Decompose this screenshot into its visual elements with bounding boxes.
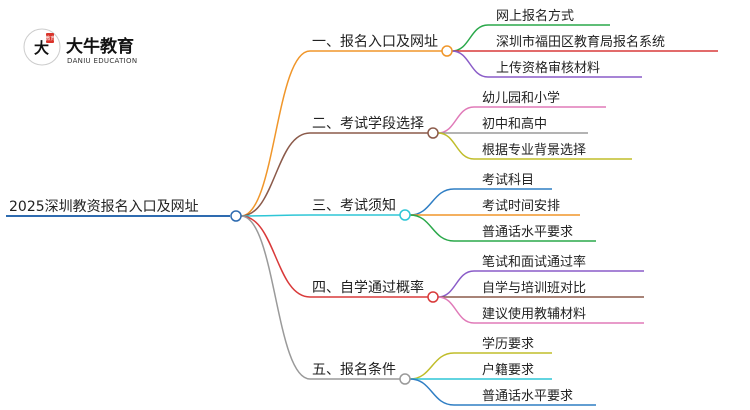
root-to-branch-connector <box>240 50 311 217</box>
root-label: 2025深圳教资报名入口及网址 <box>9 199 199 215</box>
leaf-node[interactable]: 考试时间安排 <box>454 199 580 216</box>
leaf-label: 普通话水平要求 <box>482 389 573 404</box>
branch-label: 四、自学通过概率 <box>312 279 424 296</box>
branch-collapse-handle[interactable] <box>427 127 439 139</box>
branch-label: 一、报名入口及网址 <box>312 34 438 50</box>
leaf-label: 初中和高中 <box>482 116 547 132</box>
leaf-label: 建议使用教辅材料 <box>482 306 586 322</box>
leaf-node[interactable]: 笔试和面试通过率 <box>474 254 644 272</box>
leaf-node[interactable]: 建议使用教辅材料 <box>474 306 644 324</box>
branch-to-leaf-connector <box>409 188 455 216</box>
branch-node[interactable]: 三、考试须知 <box>310 197 411 221</box>
leaf-node[interactable]: 学历要求 <box>454 336 552 354</box>
leaf-label: 考试科目 <box>482 173 534 188</box>
leaf-label: 根据专业背景选择 <box>482 143 586 158</box>
leaf-node[interactable]: 网上报名方式 <box>488 8 610 26</box>
leaf-node[interactable]: 考试科目 <box>454 173 552 190</box>
leaf-label: 上传资格审核材料 <box>496 60 600 76</box>
branch-to-leaf-connector <box>437 270 475 298</box>
leaf-node[interactable]: 户籍要求 <box>454 362 552 380</box>
branch-node[interactable]: 二、考试学段选择 <box>310 116 439 139</box>
leaf-label: 学历要求 <box>482 336 534 352</box>
branch-label: 二、考试学段选择 <box>312 116 424 132</box>
leaf-node[interactable]: 普通话水平要求 <box>454 389 596 406</box>
branch-to-leaf-connector <box>409 378 455 406</box>
leaf-label: 幼儿园和小学 <box>482 90 560 106</box>
leaf-label: 考试时间安排 <box>482 199 560 214</box>
logo-subtitle: DANIU EDUCATION <box>67 57 137 65</box>
branch-collapse-handle[interactable] <box>427 291 439 303</box>
links-layer <box>240 24 489 406</box>
leaf-label: 深圳市福田区教育局报名系统 <box>496 34 665 50</box>
branch-node[interactable]: 五、报名条件 <box>310 361 411 385</box>
leaf-node[interactable]: 普通话水平要求 <box>454 225 596 242</box>
branch-to-leaf-connector <box>437 106 475 134</box>
branch-to-leaf-connector <box>437 132 475 160</box>
branch-to-leaf-connector <box>409 352 455 380</box>
leaf-node[interactable]: 初中和高中 <box>474 116 588 134</box>
leaf-node[interactable]: 根据专业背景选择 <box>474 143 632 160</box>
branch-label: 三、考试须知 <box>312 197 396 214</box>
logo-seal-icon <box>46 33 54 43</box>
branch-label: 五、报名条件 <box>312 361 396 378</box>
logo-glyph: 大 <box>34 39 49 57</box>
leaf-label: 户籍要求 <box>482 362 534 378</box>
branch-to-leaf-connector <box>451 24 489 52</box>
leaf-label: 笔试和面试通过率 <box>482 254 586 270</box>
root-collapse-handle[interactable] <box>230 210 242 222</box>
leaf-label: 普通话水平要求 <box>482 225 573 240</box>
leaf-node[interactable]: 上传资格审核材料 <box>488 60 642 78</box>
leaf-node[interactable]: 深圳市福田区教育局报名系统 <box>488 34 718 52</box>
branch-to-leaf-connector <box>451 50 489 78</box>
branch-to-leaf-connector <box>409 214 455 242</box>
branch-node[interactable]: 四、自学通过概率 <box>310 279 439 303</box>
root-to-branch-connector <box>240 215 311 298</box>
logo: 大 教育 大牛教育 DANIU EDUCATION <box>23 28 137 66</box>
root-to-branch-connector <box>240 215 311 380</box>
leaf-label: 网上报名方式 <box>496 8 574 24</box>
root-to-branch-connector <box>240 132 311 217</box>
leaf-label: 自学与培训班对比 <box>482 280 586 296</box>
logo-seal-text: 教育 <box>46 35 56 42</box>
branch-collapse-handle[interactable] <box>399 209 411 221</box>
root-to-branch-connector <box>240 214 311 217</box>
leaf-node[interactable]: 自学与培训班对比 <box>474 280 644 298</box>
branch-collapse-handle[interactable] <box>441 45 453 57</box>
branch-collapse-handle[interactable] <box>399 373 411 385</box>
leaf-node[interactable]: 幼儿园和小学 <box>474 90 606 108</box>
root-node[interactable]: 2025深圳教资报名入口及网址 <box>6 199 242 222</box>
branch-to-leaf-connector <box>437 296 475 324</box>
logo-title: 大牛教育 <box>66 36 134 57</box>
branch-node[interactable]: 一、报名入口及网址 <box>310 34 453 57</box>
